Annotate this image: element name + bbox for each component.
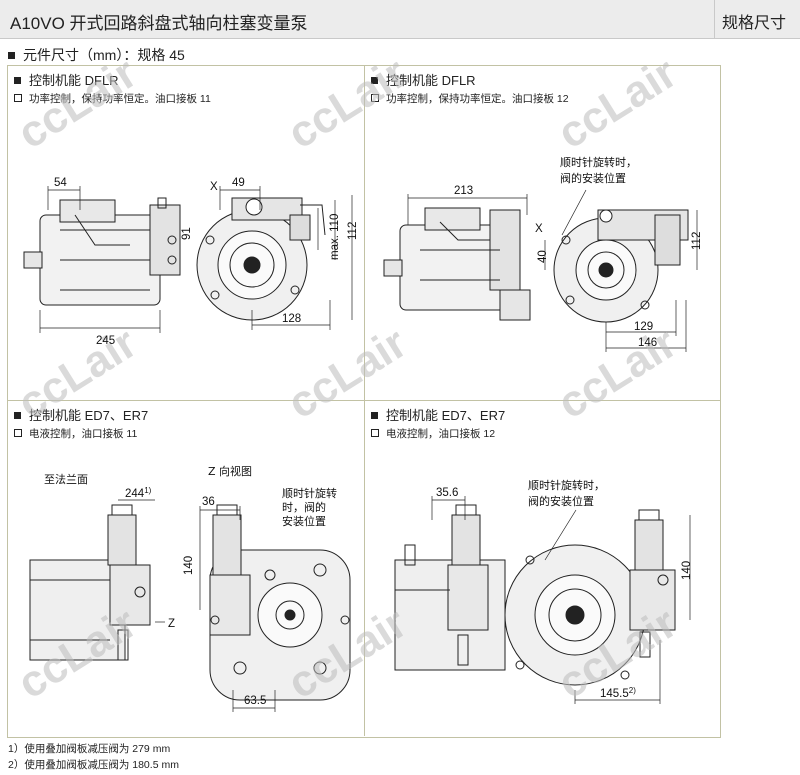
- panel-sub-2: 功率控制，保持功率恒定。油口接板 12: [371, 91, 569, 106]
- svg-text:ccLair: ccLair: [279, 318, 415, 428]
- label-to-flange: 至法兰面: [44, 472, 88, 486]
- dim-49: 49: [232, 177, 245, 189]
- dim-54: 54: [54, 177, 67, 189]
- svg-text:ccLair: ccLair: [549, 318, 685, 428]
- panel-sub-1: 功率控制，保持功率恒定。油口接板 11: [14, 91, 211, 106]
- dim-145-5: 145.52): [600, 686, 636, 700]
- footnote-2: 2）使用叠加阀板减压阀为 180.5 mm: [8, 759, 179, 771]
- bullet-square-icon: [8, 51, 15, 59]
- note-valve-position-3b: 时，阀的: [282, 500, 326, 514]
- panel-heading-2: 控制机能 DFLR: [371, 70, 476, 89]
- svg-text:ccLair: ccLair: [9, 318, 145, 428]
- panel-divider-horizontal: [7, 400, 720, 401]
- svg-text:ccLair: ccLair: [279, 48, 415, 158]
- dim-40: 40: [537, 250, 549, 263]
- dimension-lines-4: [431, 496, 691, 704]
- dim-x-2: X: [535, 223, 543, 235]
- dim-x-1: X: [210, 181, 218, 193]
- pump-side-view-1: [23, 197, 181, 306]
- pump-side-view-3: [29, 504, 151, 661]
- page-header: A10VO 开式回路斜盘式轴向柱塞变量泵 规格尺寸: [0, 0, 800, 39]
- dim-244: 2441): [125, 486, 152, 500]
- pump-z-view-3: [209, 504, 351, 701]
- dimension-lines-3: [118, 499, 276, 712]
- dim-146: 146: [638, 337, 657, 349]
- dim-128: 128: [282, 313, 301, 325]
- note-valve-position-2a: 顺时针旋转时，: [560, 155, 637, 169]
- dimension-lines-1: [39, 186, 353, 333]
- dim-63-5: 63.5: [244, 695, 266, 707]
- note-valve-position-2b: 阀的安装位置: [560, 171, 626, 185]
- dim-91: 91: [181, 227, 193, 240]
- dim-213: 213: [454, 185, 473, 197]
- pump-side-view-2: [383, 207, 531, 321]
- header-category: 规格尺寸: [722, 15, 787, 32]
- section-title: 元件尺寸（mm）：规格 45: [8, 45, 185, 65]
- dim-245: 245: [96, 335, 115, 347]
- panel-heading-1: 控制机能 DFLR: [14, 70, 119, 89]
- pump-front-view-2: [553, 209, 689, 323]
- label-z-arrow: Z: [168, 618, 175, 630]
- pump-front-view-1: [196, 197, 326, 321]
- header-divider: [714, 0, 715, 38]
- svg-text:ccLair: ccLair: [9, 48, 145, 158]
- note-valve-position-4b: 阀的安装位置: [528, 494, 594, 508]
- note-valve-position-3a: 顺时针旋转: [282, 486, 337, 500]
- pump-side-view-4: [394, 504, 506, 671]
- dim-36: 36: [202, 496, 215, 508]
- note-valve-position-4a: 顺时针旋转时，: [528, 478, 605, 492]
- panel-sub-3: 电液控制，油口接板 11: [14, 426, 137, 441]
- dim-112-2: 112: [691, 232, 703, 250]
- panel-heading-3: 控制机能 ED7、ER7: [14, 405, 148, 424]
- svg-text:ccLair: ccLair: [549, 48, 685, 158]
- dim-112-1: 112: [347, 222, 359, 240]
- dim-129: 129: [634, 321, 653, 333]
- label-z-view: Z 向视图: [208, 464, 252, 478]
- dim-35-6: 35.6: [436, 487, 458, 499]
- footnote-1: 1）使用叠加阀板减压阀为 279 mm: [8, 743, 171, 755]
- dim-max110: max. 110: [329, 214, 341, 260]
- page-title: A10VO 开式回路斜盘式轴向柱塞变量泵: [10, 14, 308, 33]
- panel-sub-4: 电液控制，油口接板 12: [371, 426, 495, 441]
- note-valve-position-3c: 安装位置: [282, 514, 326, 528]
- pump-front-view-4: [504, 509, 676, 686]
- dimension-lines-2: [407, 189, 698, 352]
- panel-heading-4: 控制机能 ED7、ER7: [371, 405, 505, 424]
- dim-140-2: 140: [681, 561, 693, 580]
- dim-140-1: 140: [183, 556, 195, 575]
